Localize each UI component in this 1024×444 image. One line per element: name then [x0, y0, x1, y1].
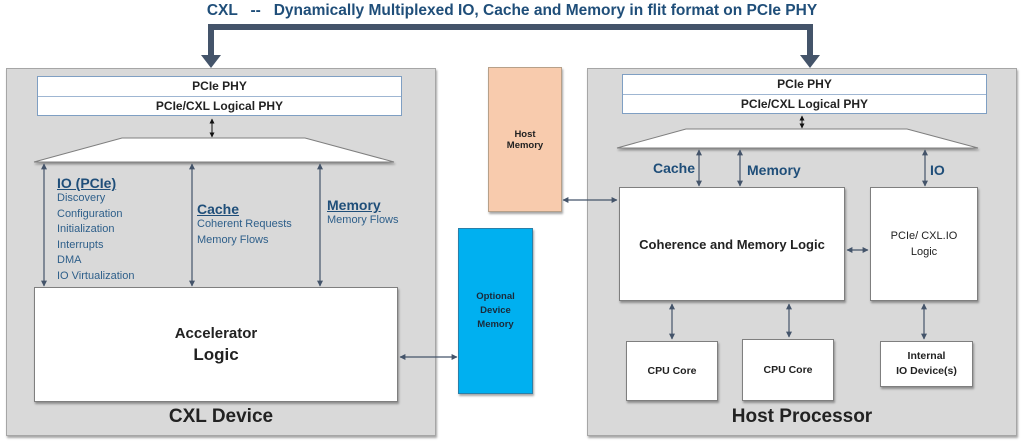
cxl-device-mux	[33, 137, 395, 163]
io-item: Configuration	[57, 207, 123, 220]
cache-group: Cache Coherent Requests Memory Flows	[197, 201, 317, 248]
host-memory-line2: Memory	[506, 139, 544, 151]
coherence-memory-logic-label: Coherence and Memory Logic	[639, 236, 825, 252]
memory-item: Memory Flows	[327, 214, 399, 226]
accelerator-logic-box: Accelerator Logic	[34, 287, 398, 402]
host-memory-box: Host Memory	[488, 67, 562, 212]
coherence-memory-logic-box: Coherence and Memory Logic	[619, 187, 845, 301]
internal-io-line2: IO Device(s)	[896, 365, 957, 377]
host-memory-line1: Host	[514, 128, 536, 140]
cache-item: Coherent Requests	[197, 218, 292, 230]
io-pcie-group: IO (PCIe) Discovery Configuration Initia…	[57, 175, 187, 284]
io-item: Interrupts	[57, 238, 104, 251]
host-pcie-phy: PCIe PHY	[623, 75, 986, 95]
cxl-link-bracket	[201, 24, 820, 68]
io-logic-line2: Logic	[910, 246, 938, 258]
host-phy-stack: PCIe PHY PCIe/CXL Logical PHY	[622, 74, 987, 114]
cache-item: Memory Flows	[197, 233, 269, 246]
cxl-device-label: CXL Device	[168, 406, 274, 427]
cxl-link-arrow-right	[800, 55, 820, 68]
io-item: DMA	[57, 254, 82, 266]
host-io-channel-label: IO	[930, 162, 945, 178]
cxl-device-pcie-phy: PCIe PHY	[38, 77, 401, 97]
optional-device-memory-line1: Optional	[476, 291, 515, 302]
cpu-core-box: CPU Core	[742, 339, 834, 401]
io-item: Initialization	[57, 223, 115, 235]
internal-io-device-box: Internal IO Device(s)	[880, 341, 973, 387]
host-logical-phy: PCIe/CXL Logical PHY	[740, 97, 869, 111]
host-memory-channel-label: Memory	[747, 162, 801, 178]
accelerator-label-line2: Logic	[193, 344, 239, 364]
optional-device-memory-line3: Memory	[477, 319, 514, 330]
io-logic-line1: PCIe/ CXL.IO	[890, 230, 958, 242]
cxl-device-phy-stack: PCIe PHY PCIe/CXL Logical PHY	[37, 76, 402, 116]
host-mux	[616, 128, 979, 149]
cache-heading: Cache	[197, 201, 240, 217]
optional-device-memory-line2: Device	[480, 305, 511, 316]
internal-io-line1: Internal	[907, 350, 946, 362]
diagram-title: CXL -- Dynamically Multiplexed IO, Cache…	[206, 2, 818, 19]
io-pcie-heading: IO (PCIe)	[57, 175, 117, 191]
cpu-core-label: CPU Core	[763, 364, 813, 376]
host-processor-label: Host Processor	[731, 406, 873, 427]
pcie-cxl-io-logic-box: PCIe/ CXL.IO Logic	[870, 187, 978, 301]
cxl-link-arrow-left	[201, 55, 221, 68]
memory-group: Memory Memory Flows	[327, 197, 427, 229]
host-cache-channel-label: Cache	[653, 160, 696, 176]
optional-device-memory-box: Optional Device Memory	[458, 228, 533, 394]
accelerator-label-line1: Accelerator	[174, 324, 258, 342]
io-item: IO Virtualization	[57, 269, 135, 282]
memory-heading: Memory	[327, 197, 381, 213]
io-item: Discovery	[57, 192, 106, 204]
cxl-device-logical-phy: PCIe/CXL Logical PHY	[155, 99, 284, 113]
cpu-core-label: CPU Core	[647, 365, 697, 377]
cpu-core-box: CPU Core	[626, 341, 718, 401]
